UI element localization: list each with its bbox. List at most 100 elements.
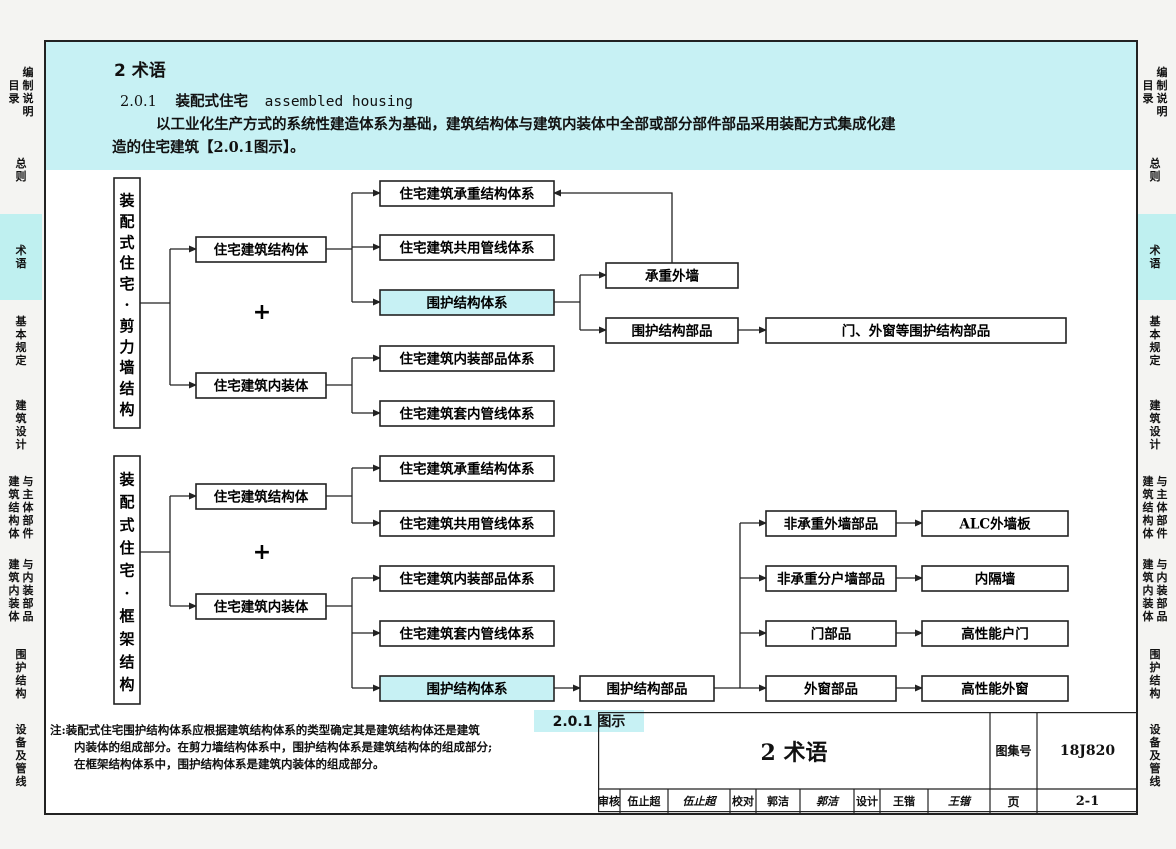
left-sidebar-item-4[interactable]: 建筑设计	[0, 390, 42, 460]
left-sidebar-item-6[interactable]: 建筑内装体与内装部品	[0, 550, 42, 630]
sidebar-item-label: 基本规定	[15, 315, 27, 367]
sidebar-item-label: 建筑结构体	[1142, 474, 1154, 540]
fr-nonbearing-wall-box	[765, 510, 897, 537]
sidebar-item-label: 目录	[1142, 79, 1154, 105]
sidebar-item-label: 基本规定	[1149, 315, 1161, 367]
sw-envelope-label: 围护结构体系	[427, 295, 508, 312]
page-number: 2-1	[1075, 793, 1100, 809]
right-sidebar-item-5[interactable]: 建筑结构体与主体部件	[1134, 468, 1176, 546]
fr-high-door-box	[921, 620, 1069, 647]
right-sidebar-item-1[interactable]: 总则	[1134, 140, 1176, 200]
left-sidebar-item-8[interactable]: 设备及管线	[0, 718, 42, 792]
left-sidebar-item-2[interactable]: 术语	[0, 214, 42, 300]
frame-root-char: 宅	[119, 562, 134, 580]
fr-structure-box	[195, 483, 327, 510]
sw-interior-parts-box	[379, 345, 555, 372]
fr-interior-pipe-label: 住宅建筑套内管线体系	[400, 626, 535, 643]
left-sidebar-item-5[interactable]: 建筑结构体与主体部件	[0, 468, 42, 546]
composition-diagram: 装配式住宅·剪力墙结构住宅建筑结构体住宅建筑内装体+住宅建筑承重结构体系住宅建筑…	[113, 177, 1069, 705]
check-label: 校对	[732, 795, 754, 808]
designer-name: 王锴	[893, 795, 915, 808]
fr-interior-parts-label: 住宅建筑内装部品体系	[400, 571, 535, 588]
fr-nonbearing-partition-box	[765, 565, 897, 592]
atlas-label: 图集号	[995, 744, 1032, 758]
sidebar-item-label: 围护结构	[1149, 648, 1161, 700]
shear-wall-root-char: 式	[119, 233, 134, 251]
term-english: assembled housing	[264, 94, 414, 110]
fr-high-door-label: 高性能户门	[961, 626, 1029, 643]
title-block-grid	[598, 712, 1136, 813]
sidebar-item-label: 编制说明	[22, 66, 34, 118]
shear-wall-root-char: 住	[119, 254, 134, 272]
sidebar-item-label: 与主体部件	[22, 474, 34, 540]
left-sidebar-item-0[interactable]: 目录编制说明	[0, 52, 42, 132]
fr-interior-parts-box	[379, 565, 555, 592]
fr-envelope-box	[379, 675, 555, 702]
sw-load-bearing-label: 住宅建筑承重结构体系	[400, 186, 535, 203]
right-sidebar-item-6[interactable]: 建筑内装体与内装部品	[1134, 550, 1176, 630]
sw-load-wall-box	[605, 262, 739, 289]
right-sidebar-item-2[interactable]: 术语	[1134, 214, 1176, 300]
sw-interior-pipe-label: 住宅建筑套内管线体系	[400, 406, 535, 423]
frame-root-box	[113, 455, 141, 705]
term-chinese: 装配式住宅	[175, 93, 249, 110]
sidebar-item-label: 与内装部品	[1156, 557, 1168, 623]
fr-envelope-label: 围护结构体系	[427, 681, 508, 698]
shear-wall-root-char: 剪	[119, 317, 134, 335]
sidebar-item-label: 设备及管线	[1149, 722, 1161, 788]
right-sidebar-item-4[interactable]: 建筑设计	[1134, 390, 1176, 460]
term-number: 2.0.1	[120, 94, 157, 110]
frame-root-char: 装	[118, 470, 135, 488]
fr-door-part-label: 门部品	[811, 626, 852, 643]
sw-interior-box	[195, 372, 327, 399]
right-sidebar-item-3[interactable]: 基本规定	[1134, 306, 1176, 376]
fr-load-bearing-label: 住宅建筑承重结构体系	[400, 461, 535, 478]
shear-wall-root-char: 构	[119, 401, 134, 419]
fr-alc-box	[921, 510, 1069, 537]
fr-nonbearing-partition-label: 非承重分户墙部品	[777, 571, 885, 588]
frame-root-char: 架	[118, 630, 134, 648]
sw-load-bearing-box	[379, 180, 555, 207]
shear-wall-root-char: ·	[124, 296, 129, 314]
shear-wall-root-char: 宅	[119, 275, 134, 293]
note: 注:装配式住宅围护结构体系应根据建筑结构体系的类型确定其是建筑结构体还是建筑 内…	[50, 722, 598, 773]
sidebar-item-label: 目录	[8, 79, 20, 105]
shear-wall-root-char: 力	[119, 338, 134, 356]
term-definition: 以工业化生产方式的系统性建造体系为基础，建筑结构体与建筑内装体中全部或部分部件部…	[112, 113, 1112, 159]
title-block: 2 术语 图集号 18J820 页 2-1 审核 伍止超 伍止超 校对 郭洁 郭…	[598, 712, 1136, 813]
sidebar-item-label: 编制说明	[1156, 66, 1168, 118]
right-sidebar-item-0[interactable]: 目录编制说明	[1134, 52, 1176, 132]
left-sidebar-item-7[interactable]: 围护结构	[0, 636, 42, 712]
frame-root-char: 框	[119, 607, 134, 625]
sidebar-item-label: 术语	[1149, 244, 1161, 270]
left-sidebar-item-1[interactable]: 总则	[0, 140, 42, 200]
connector-line	[553, 189, 673, 263]
term-header: 2 术语 2.0.1 装配式住宅 assembled housing 以工业化生…	[46, 42, 1136, 170]
fr-env-parts-box	[579, 675, 715, 702]
definition-line-1: 以工业化生产方式的系统性建造体系为基础，建筑结构体与建筑内装体中全部或部分部件部…	[156, 116, 896, 133]
sidebar-item-label: 与内装部品	[22, 557, 34, 623]
fr-inner-partition-label: 内隔墙	[975, 571, 1016, 588]
sidebar-item-label: 建筑设计	[15, 399, 27, 451]
reviewer-signature: 伍止超	[682, 795, 716, 808]
right-sidebar-item-7[interactable]: 围护结构	[1134, 636, 1176, 712]
sw-env-parts-box	[605, 317, 739, 344]
note-line-3: 在框架结构体系中，围护结构体系是建筑内装体的组成部分。	[74, 757, 385, 771]
right-sidebar-item-8[interactable]: 设备及管线	[1134, 718, 1176, 792]
fr-high-window-label: 高性能外窗	[961, 681, 1029, 698]
sw-envelope-box	[379, 289, 555, 316]
fr-high-window-box	[921, 675, 1069, 702]
sw-door-window-label: 门、外窗等围护结构部品	[842, 323, 991, 340]
left-sidebar-item-3[interactable]: 基本规定	[0, 306, 42, 376]
shear-wall-root-char: 结	[119, 380, 134, 398]
sidebar-item-label: 建筑设计	[1149, 399, 1161, 451]
frame-root-char: 结	[119, 653, 134, 671]
definition-line-2: 造的住宅建筑【2.0.1图示】。	[112, 139, 305, 156]
frame-root-char: 住	[119, 539, 134, 557]
fr-interior-pipe-box	[379, 620, 555, 647]
sw-env-parts-label: 围护结构部品	[632, 323, 713, 340]
note-line-1: 注:装配式住宅围护结构体系应根据建筑结构体系的类型确定其是建筑结构体还是建筑	[50, 723, 480, 737]
title-block-title: 2 术语	[760, 739, 828, 766]
frame-root-char: 配	[119, 493, 134, 511]
fr-structure-label: 住宅建筑结构体	[214, 489, 309, 506]
